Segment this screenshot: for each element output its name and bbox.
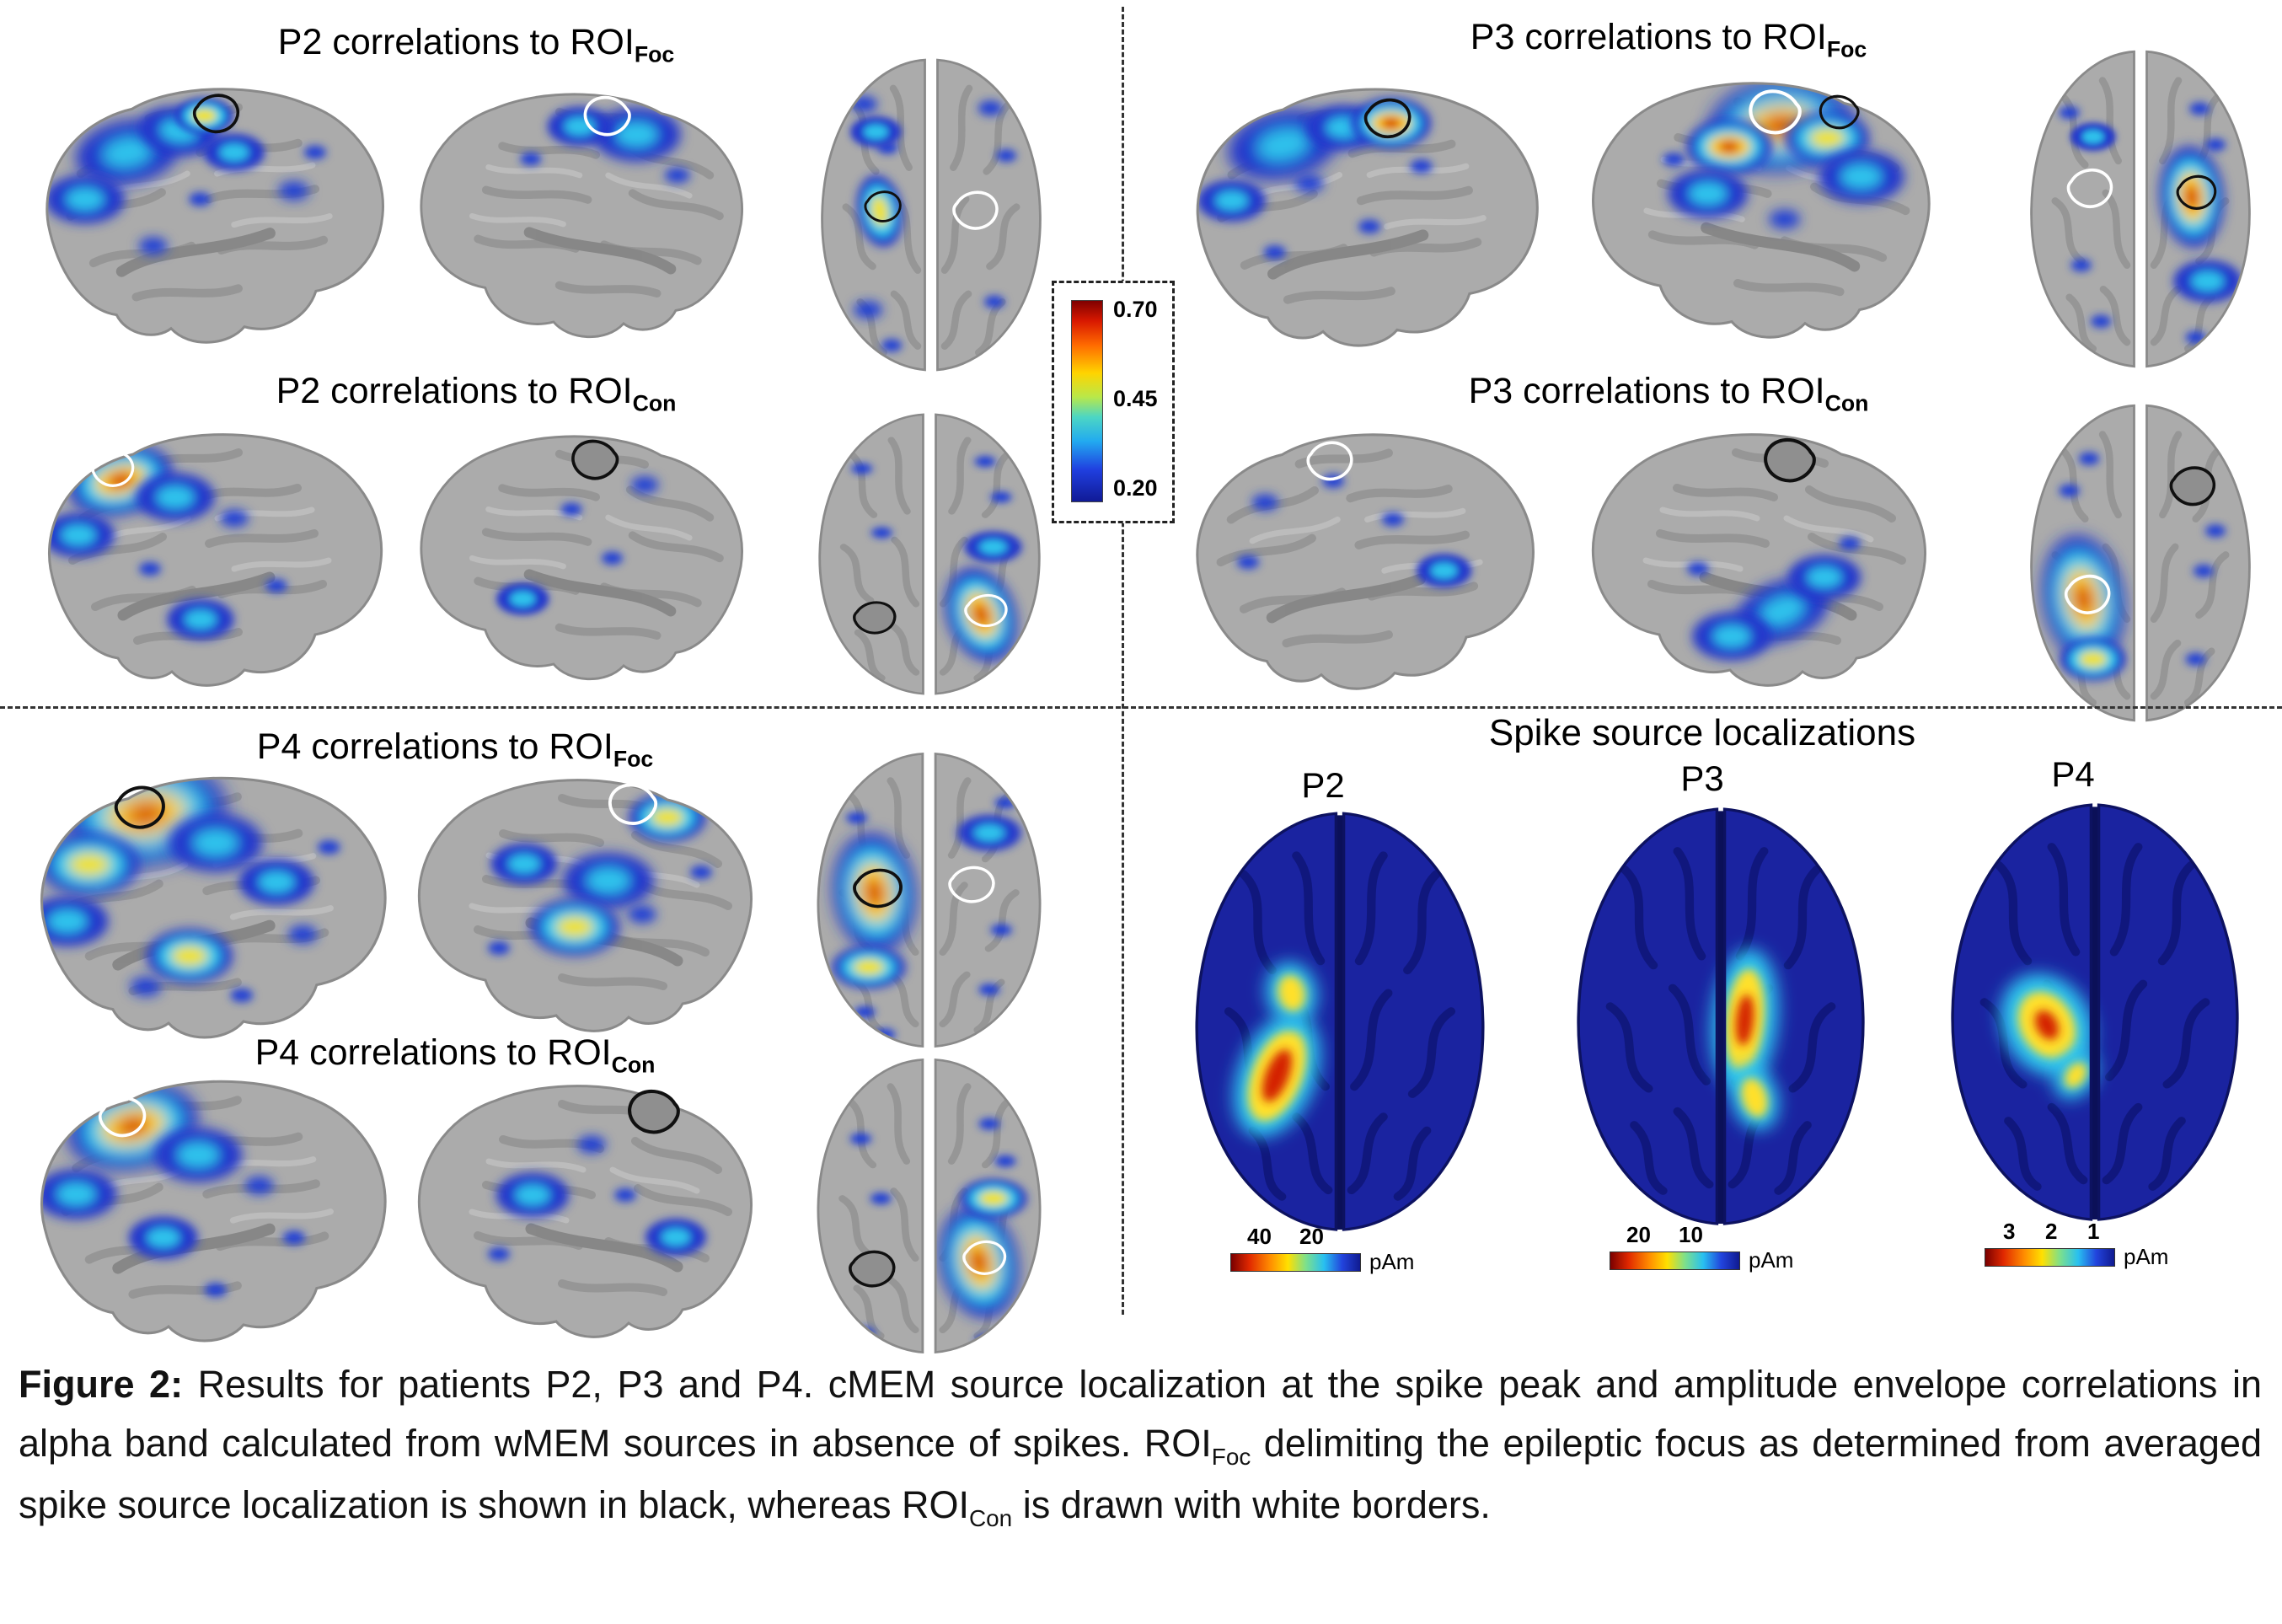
p3-foc-brain-lateral-left [1196, 88, 1539, 347]
p2-foc-brain-lateral-right [420, 93, 744, 339]
caption-sub-foc: Foc [1211, 1444, 1251, 1471]
panel-title-p2-foc: P2 correlations to ROIFoc [135, 22, 817, 68]
p4-foc-brain-lateral-right [417, 779, 753, 1032]
figure-caption: Figure 2: Results for patients P2, P3 an… [19, 1355, 2262, 1536]
scalebar-tick: 40 [1247, 1224, 1272, 1249]
caption-text-1: Results for patients P2, P3 and P4. cMEM… [19, 1363, 2262, 1466]
colorbar-tick-mid: 0.45 [1113, 386, 1158, 411]
panel-title-p4-foc: P4 correlations to ROIFoc [126, 726, 784, 773]
scalebar-tick: 10 [1679, 1222, 1703, 1247]
p2-con-brain-lateral-left [47, 433, 383, 687]
horizontal-divider [0, 706, 2282, 709]
spike-label-p4: P4 [2051, 754, 2095, 794]
scalebar-ticks: 3 2 1 [1985, 1219, 2195, 1244]
spike-label-p2: P2 [1301, 765, 1345, 805]
panel-title-text: P3 correlations to ROI [1470, 17, 1827, 57]
p3-con-brain-top-view [2030, 404, 2251, 722]
panel-title-text: P4 correlations to ROI [254, 1032, 612, 1073]
p2-foc-brain-lateral-left [46, 88, 384, 344]
panel-title-p3-foc: P3 correlations to ROIFoc [1327, 17, 2010, 63]
p3-con-brain-lateral-left [1196, 433, 1535, 690]
panel-title-p4-con: P4 correlations to ROICon [126, 1032, 784, 1079]
spike-scalebar-p3: 20 10 pAm [1610, 1222, 1820, 1273]
scalebar-unit: pAm [1369, 1249, 1415, 1274]
scalebar-unit: pAm [1749, 1247, 1794, 1273]
spike-label-p3: P3 [1680, 758, 1724, 798]
scalebar-tick: 20 [1299, 1224, 1324, 1249]
scalebar-gradient [1230, 1252, 1361, 1272]
p4-foc-brain-top-view [817, 752, 1042, 1048]
spike-scalebar-p4: 3 2 1 pAm [1985, 1219, 2195, 1270]
panel-title-p2-con: P2 correlations to ROICon [135, 371, 817, 417]
scalebar-ticks: 20 10 [1610, 1222, 1820, 1247]
panel-title-sub: Con [632, 390, 677, 416]
scalebar-unit: pAm [2124, 1244, 2169, 1269]
panel-title-sub: Con [1824, 390, 1869, 416]
p3-con-brain-lateral-right [1591, 433, 1927, 687]
scalebar-gradient [1610, 1251, 1740, 1270]
colorbar-gradient [1071, 300, 1103, 502]
panel-title-sub: Con [611, 1052, 656, 1078]
caption-sub-con: Con [969, 1504, 1013, 1531]
p4-con-brain-top-view [817, 1058, 1042, 1354]
p4-con-brain-lateral-left [40, 1080, 387, 1343]
caption-label: Figure 2: [19, 1363, 184, 1406]
p2-con-brain-top-view [818, 413, 1041, 695]
scalebar-ticks: 40 20 [1230, 1224, 1441, 1249]
vertical-divider [1122, 7, 1124, 1315]
panel-title-text: P2 correlations to ROI [276, 371, 633, 411]
panel-title-text: P3 correlations to ROI [1468, 371, 1825, 411]
panel-title-sub: Foc [634, 41, 675, 67]
p3-foc-brain-top-view [2030, 50, 2251, 368]
spike-brain-p4 [1951, 803, 2239, 1221]
panel-title-p3-con: P3 correlations to ROICon [1327, 371, 2010, 417]
spike-brain-p3 [1577, 807, 1865, 1225]
p4-con-brain-lateral-right [417, 1085, 753, 1338]
scalebar-tick: 2 [2045, 1219, 2058, 1244]
caption-text-3: is drawn with white borders. [1012, 1482, 1491, 1526]
panel-title-text: P4 correlations to ROI [256, 726, 613, 767]
panel-title-sub: Foc [1826, 36, 1867, 62]
colorbar-tick-min: 0.20 [1113, 475, 1158, 501]
scalebar-tick: 20 [1626, 1222, 1651, 1247]
p2-con-brain-lateral-right [420, 435, 744, 681]
scalebar-tick: 1 [2087, 1219, 2100, 1244]
panel-title-text: P2 correlations to ROI [277, 22, 635, 62]
spike-scalebar-p2: 40 20 pAm [1230, 1224, 1441, 1275]
caption-text-2: delimiting the epileptic focus as determ… [19, 1422, 2262, 1526]
p4-foc-brain-lateral-left [40, 776, 387, 1039]
scalebar-gradient [1985, 1247, 2115, 1267]
spike-panel-title: Spike source localizations [1488, 712, 1916, 753]
spike-brain-p2 [1195, 812, 1485, 1231]
scalebar-tick: 3 [2003, 1219, 2016, 1244]
colorbar: 0.70 0.45 0.20 [1052, 281, 1175, 523]
panel-title-sub: Foc [613, 746, 654, 772]
p3-foc-brain-lateral-right [1592, 82, 1931, 339]
colorbar-tick-max: 0.70 [1113, 297, 1158, 322]
p2-foc-brain-top-view [821, 58, 1042, 372]
